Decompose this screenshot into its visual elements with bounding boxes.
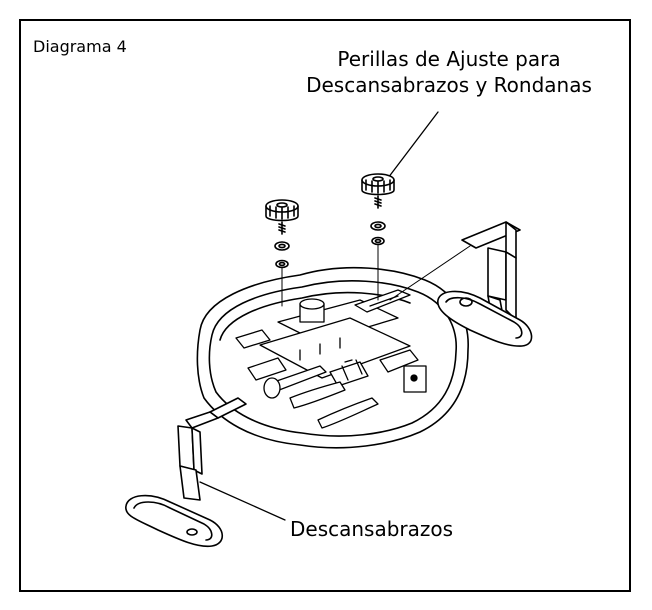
right-armrest-alignment-line xyxy=(389,245,471,301)
knobs-label: Perillas de Ajuste para Descansabrazos y… xyxy=(284,46,614,98)
armrests-leader-line xyxy=(199,481,286,521)
right-washers xyxy=(370,221,386,246)
diagram-frame xyxy=(19,19,631,592)
left-armrest xyxy=(125,397,247,548)
diagram-title: Diagrama 4 xyxy=(33,37,127,56)
knobs-label-line1: Perillas de Ajuste para xyxy=(337,47,561,71)
knobs-leader-line xyxy=(387,111,439,179)
left-adjustment-knob xyxy=(265,199,299,235)
knobs-label-line2: Descansabrazos y Rondanas xyxy=(306,73,592,97)
left-washers xyxy=(274,241,290,269)
armrests-label: Descansabrazos xyxy=(290,517,454,541)
tilt-mechanism xyxy=(235,289,427,429)
right-adjustment-knob xyxy=(361,173,395,209)
right-armrest xyxy=(437,221,533,347)
